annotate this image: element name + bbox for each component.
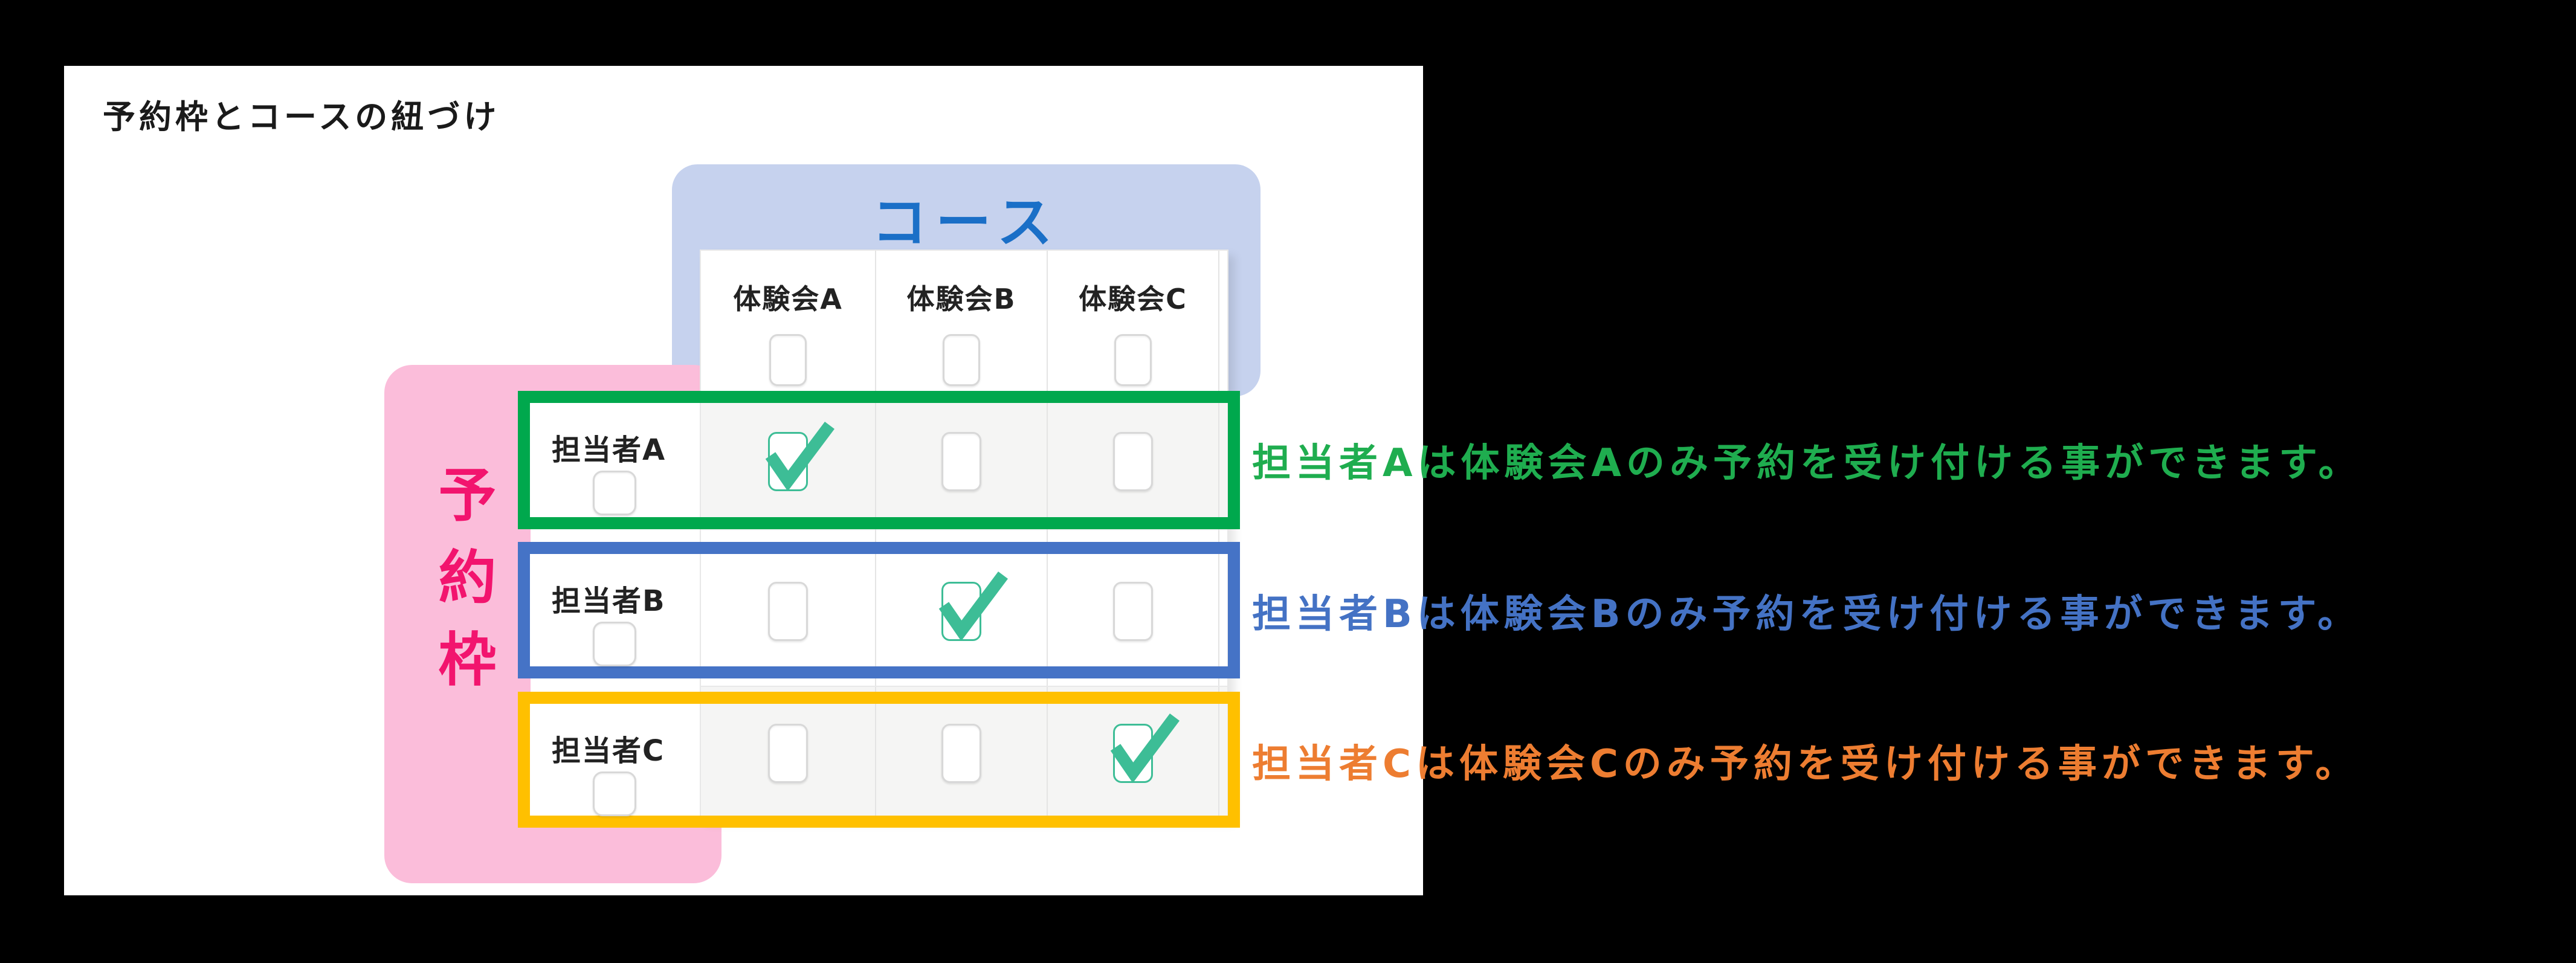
matrix-checkbox[interactable] <box>765 421 834 491</box>
column-header-label: 体験会A <box>733 283 843 315</box>
matrix-checkbox[interactable] <box>941 431 981 491</box>
matrix-checkbox[interactable] <box>768 582 808 641</box>
table-edge-spacer <box>1218 543 1227 680</box>
annotation-staff-b: 担当者Bは体験会Bのみ予約を受け付ける事ができます。 <box>1252 592 2361 637</box>
table-edge-spacer <box>1218 687 1227 819</box>
table-edge-spacer <box>1218 251 1227 392</box>
cell-a-trial-c <box>1047 392 1218 530</box>
staff-c-checkbox[interactable] <box>593 771 636 816</box>
reservation-group-label: 予約枠 <box>428 465 496 711</box>
row-label-cell: 担当者B <box>530 554 700 666</box>
table-row <box>701 543 1227 680</box>
row-box-staff-c: 担当者C <box>518 692 1240 828</box>
annotation-staff-c: 担当者Cは体験会Cのみ予約を受け付ける事ができます。 <box>1252 742 2359 787</box>
cell-a-trial-a <box>701 392 875 530</box>
check-icon <box>1110 713 1180 783</box>
row-label: 担当者C <box>552 734 665 768</box>
cell-b-trial-b <box>875 543 1047 680</box>
cell-b-trial-a <box>701 543 875 680</box>
staff-b-checkbox[interactable] <box>593 622 636 666</box>
table-edge-spacer <box>1218 392 1227 530</box>
course-c-checkbox[interactable] <box>1114 334 1152 386</box>
check-icon <box>765 421 834 491</box>
matrix-checkbox[interactable] <box>938 572 1008 642</box>
table-header-row: 体験会A 体験会B 体験会C <box>701 251 1227 392</box>
cell-c-trial-a <box>701 687 875 819</box>
cell-b-trial-c <box>1047 543 1218 680</box>
course-a-checkbox[interactable] <box>769 334 807 386</box>
course-b-checkbox[interactable] <box>943 334 980 386</box>
course-group-label: コース <box>871 190 1061 255</box>
cell-a-trial-b <box>875 392 1047 530</box>
row-label-cell: 担当者A <box>530 403 700 517</box>
diagram-panel: 予約枠とコースの紐づけ コース 予約枠 体験会A 体験会B 体験会C <box>64 66 1423 895</box>
matrix-checkbox[interactable] <box>1113 431 1153 491</box>
matrix-checkbox[interactable] <box>768 723 808 783</box>
matrix-checkbox[interactable] <box>1110 713 1180 783</box>
row-gap <box>701 530 1227 543</box>
matrix-checkbox[interactable] <box>941 723 981 783</box>
staff-a-checkbox[interactable] <box>593 471 636 515</box>
row-box-staff-b: 担当者B <box>518 542 1240 678</box>
table-row <box>701 687 1227 819</box>
cell-c-trial-b <box>875 687 1047 819</box>
check-icon <box>938 572 1008 642</box>
column-header-trial-c: 体験会C <box>1047 251 1218 392</box>
row-label: 担当者B <box>552 584 666 618</box>
row-label: 担当者A <box>552 433 667 467</box>
row-box-staff-a: 担当者A <box>518 391 1240 529</box>
column-header-label: 体験会C <box>1079 283 1187 315</box>
row-gap <box>701 680 1227 687</box>
matrix-checkbox[interactable] <box>1113 582 1153 641</box>
row-label-cell: 担当者C <box>530 704 700 816</box>
column-header-label: 体験会B <box>906 283 1016 315</box>
annotation-staff-a: 担当者Aは体験会Aのみ予約を受け付ける事ができます。 <box>1252 441 2362 486</box>
table-row <box>701 392 1227 530</box>
cell-c-trial-c <box>1047 687 1218 819</box>
matrix-table: 体験会A 体験会B 体験会C <box>700 250 1228 819</box>
page-title: 予約枠とコースの紐づけ <box>103 98 500 136</box>
column-header-trial-a: 体験会A <box>701 251 875 392</box>
column-header-trial-b: 体験会B <box>875 251 1047 392</box>
